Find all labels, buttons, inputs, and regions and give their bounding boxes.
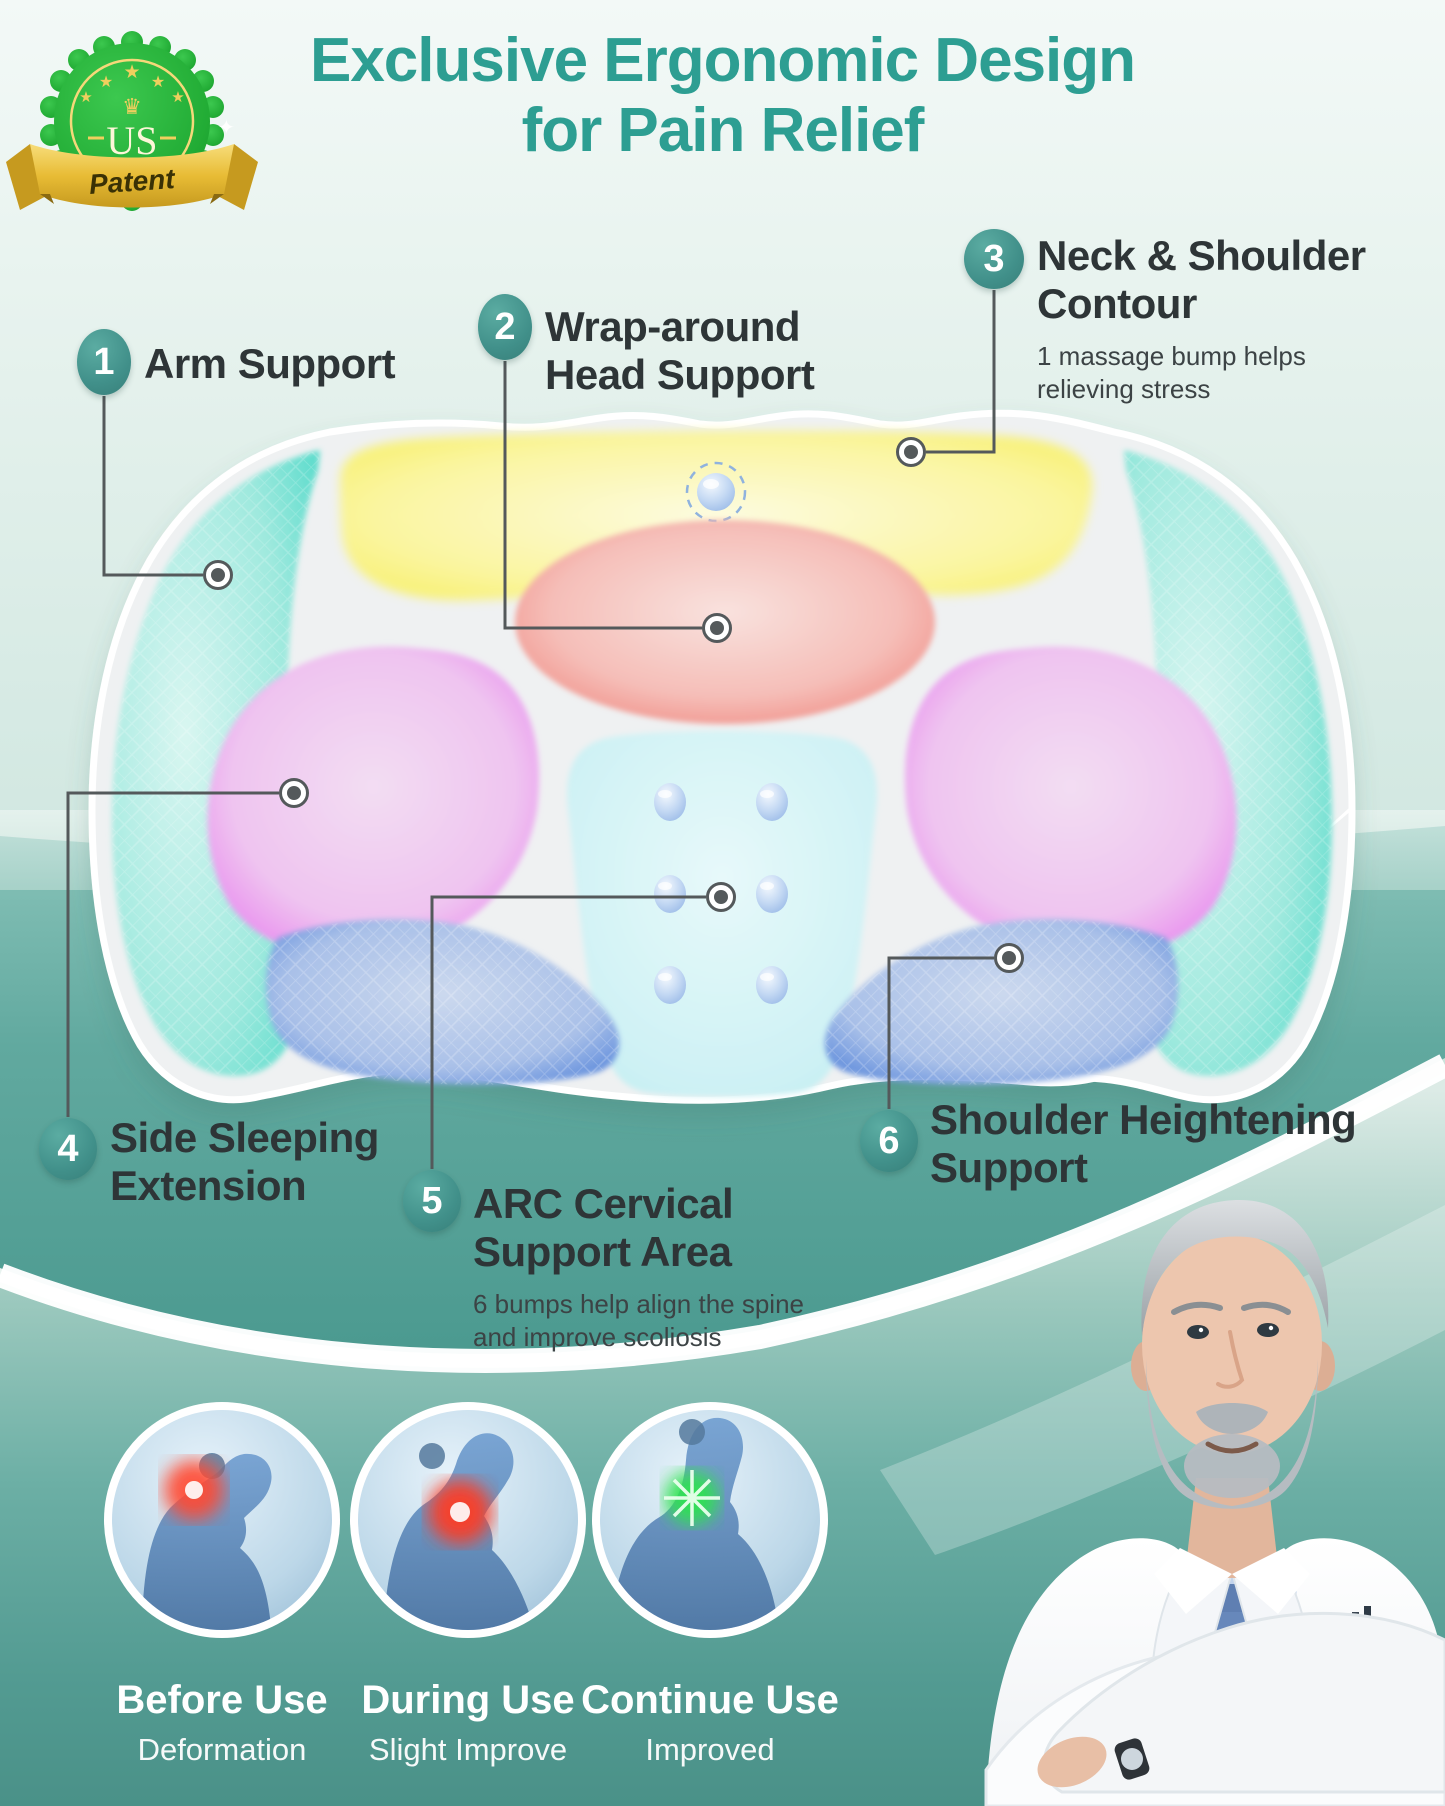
stage-circle-continue [592, 1402, 828, 1638]
doctor-watch [1114, 1738, 1150, 1780]
callout-badge-6: 6 [860, 1110, 918, 1172]
stage-label-during: During Use Slight Improve [361, 1678, 575, 1767]
doctor-collar-left [1154, 1548, 1232, 1614]
callout-line-5 [430, 895, 706, 1169]
callout-label-head-support: Wrap-around Head Support [545, 303, 815, 398]
badge-ribbon: Patent [6, 144, 258, 210]
stage1-figure [142, 1453, 272, 1630]
callout-badge-3: 3 [964, 229, 1024, 289]
side-sleeping-zone-right [904, 646, 1237, 958]
side-sleeping-zone-left [207, 646, 540, 958]
doctor-eye-left [1187, 1325, 1209, 1339]
doctor-collar-right [1232, 1548, 1310, 1614]
doctor-hair [1141, 1199, 1329, 1336]
callout-dot-5 [706, 882, 736, 912]
page-title: Exclusive Ergonomic Design for Pain Reli… [0, 26, 1445, 166]
callout-dot-6 [994, 943, 1024, 973]
doctor-nose [1216, 1330, 1245, 1389]
stage3-figure [610, 1417, 780, 1630]
badge-country-text: US [106, 118, 157, 163]
callout-badge-4: 4 [39, 1118, 97, 1180]
doctor-brow-right [1241, 1301, 1291, 1315]
arc-cervical-zone [567, 731, 877, 1097]
callout-dot-3 [896, 437, 926, 467]
callout-label-arm-support: Arm Support [144, 340, 396, 387]
svg-text:★: ★ [79, 89, 92, 106]
cervical-bumps [654, 783, 788, 1004]
callout-subtext-3: 1 massage bump helps relieving stress [1037, 341, 1306, 404]
badge-sparkle: ✦ [218, 117, 235, 139]
callout-badge-2: 2 [478, 294, 532, 360]
doctor-moustache [1196, 1403, 1268, 1434]
shoulder-heightening-zone-right [824, 919, 1178, 1085]
bg-white-curve-stripe [0, 1054, 1445, 1373]
shoulder-heightening-zone-left [266, 919, 620, 1085]
doctor-figure [984, 1199, 1445, 1806]
callout-subtext-5: 6 bumps help align the spine and improve… [473, 1289, 805, 1352]
callout-dot-1 [203, 560, 233, 590]
callout-line-4 [66, 791, 279, 1117]
svg-text:★: ★ [171, 89, 184, 106]
svg-text:★: ★ [99, 74, 113, 91]
title-line-2: for Pain Relief [521, 96, 925, 165]
callout-label-side-sleeping: Side Sleeping Extension [110, 1114, 379, 1209]
callout-line-2 [503, 361, 702, 630]
callout-badge-5: 5 [403, 1170, 461, 1232]
stage-label-before: Before Use Deformation [116, 1678, 328, 1767]
callout-line-3 [926, 290, 996, 454]
stage-circle-before [104, 1402, 340, 1638]
badge-stars: ★ ★ ★ ★ ★ [79, 62, 184, 106]
doctor-mouth [1205, 1441, 1259, 1454]
title-line-1: Exclusive Ergonomic Design [309, 26, 1136, 95]
callout-label-neck-shoulder: Neck & Shoulder Contour 1 massage bump h… [1037, 232, 1366, 404]
callout-label-arc-cervical: ARC Cervical Support Area 6 bumps help a… [473, 1180, 805, 1352]
badge-patent-text: Patent [88, 163, 177, 200]
callout-lines [66, 290, 996, 1169]
callout-dot-4 [279, 778, 309, 808]
callout-label-shoulder-heightening: Shoulder Heightening Support [930, 1096, 1357, 1191]
badge-crown-icon: ♛ [122, 94, 142, 119]
svg-text:★: ★ [123, 62, 140, 83]
svg-text:★: ★ [151, 74, 165, 91]
stage3-sparkle [664, 1470, 720, 1526]
us-patent-badge-icon: ★ ★ ★ ★ ★ ♛ US Patent ✦ [6, 31, 258, 211]
callout-dots [203, 437, 1024, 973]
stage-circle-during [350, 1402, 586, 1638]
callout-line-1 [102, 396, 203, 577]
stage-label-continue: Continue Use Improved [581, 1678, 839, 1767]
callout-dot-2 [702, 613, 732, 643]
doctor-hand [1037, 1736, 1107, 1788]
doctor-eye-right [1257, 1323, 1279, 1337]
callout-line-6 [887, 956, 994, 1109]
doctor-chin-beard [1184, 1434, 1280, 1498]
doctor-brow-left [1171, 1301, 1223, 1315]
head-support-zone [340, 430, 1093, 601]
callout-badge-1: 1 [77, 329, 131, 395]
